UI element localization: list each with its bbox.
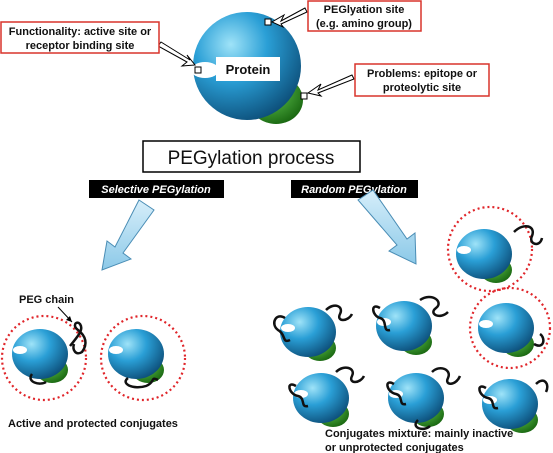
protein-label-box <box>216 57 280 81</box>
callout-functionality: Functionality: active site or receptor b… <box>0 21 160 54</box>
random-label: Random PEGylation <box>301 184 407 196</box>
functionality-line-1: Functionality: active site or <box>9 26 152 38</box>
random-conjugate-4 <box>386 367 462 431</box>
arrow-selective <box>101 199 155 271</box>
site-marker-top <box>264 18 272 26</box>
random-conjugate-1 <box>273 304 354 361</box>
problems-line-1: Problems: epitope or <box>367 68 478 80</box>
mixture-line-2: or unprotected conjugates <box>325 442 464 453</box>
functionality-line-2: receptor binding site <box>26 40 135 52</box>
process-title-box: PEGylation process <box>142 140 361 173</box>
pegylation-site-line-1: PEGlyation site <box>324 4 405 16</box>
callout-problems: Problems: epitope or proteolytic site <box>354 63 490 97</box>
arrow-problems <box>306 74 355 97</box>
arrow-functionality <box>157 41 196 67</box>
random-conjugate-6 <box>468 286 552 370</box>
pegylation-site-line-2: (e.g. amino group) <box>316 18 412 30</box>
active-site <box>191 62 219 78</box>
site-marker-right <box>300 92 308 100</box>
peg-chain-label: PEG chain <box>19 294 74 306</box>
main-protein: Protein <box>191 12 308 124</box>
arrow-pegylation-site <box>270 7 308 29</box>
peg-chain-1 <box>69 321 87 355</box>
selective-pill: Selective PEGylation <box>89 180 224 198</box>
mixture-line-1: Conjugates mixture: mainly inactive <box>325 428 513 440</box>
selective-conjugate-1 <box>0 314 88 402</box>
problems-line-2: proteolytic site <box>383 82 461 94</box>
peg-chain-pointer-head <box>66 316 72 322</box>
callout-arrows <box>157 7 355 97</box>
random-conjugate-7 <box>478 379 549 433</box>
protein-label: Protein <box>226 62 271 77</box>
process-title: PEGylation process <box>168 148 335 169</box>
selective-conjugate-2 <box>99 314 187 402</box>
random-conjugate-5 <box>446 205 544 293</box>
arrow-random <box>357 189 417 265</box>
active-conjugates-label: Active and protected conjugates <box>8 418 178 430</box>
random-conjugate-2 <box>372 295 449 355</box>
site-marker-left <box>194 66 202 74</box>
random-pill: Random PEGylation <box>291 180 418 198</box>
selective-label: Selective PEGylation <box>101 184 211 196</box>
random-conjugate-3 <box>288 366 366 427</box>
callout-pegylation-site: PEGlyation site (e.g. amino group) <box>307 0 422 32</box>
